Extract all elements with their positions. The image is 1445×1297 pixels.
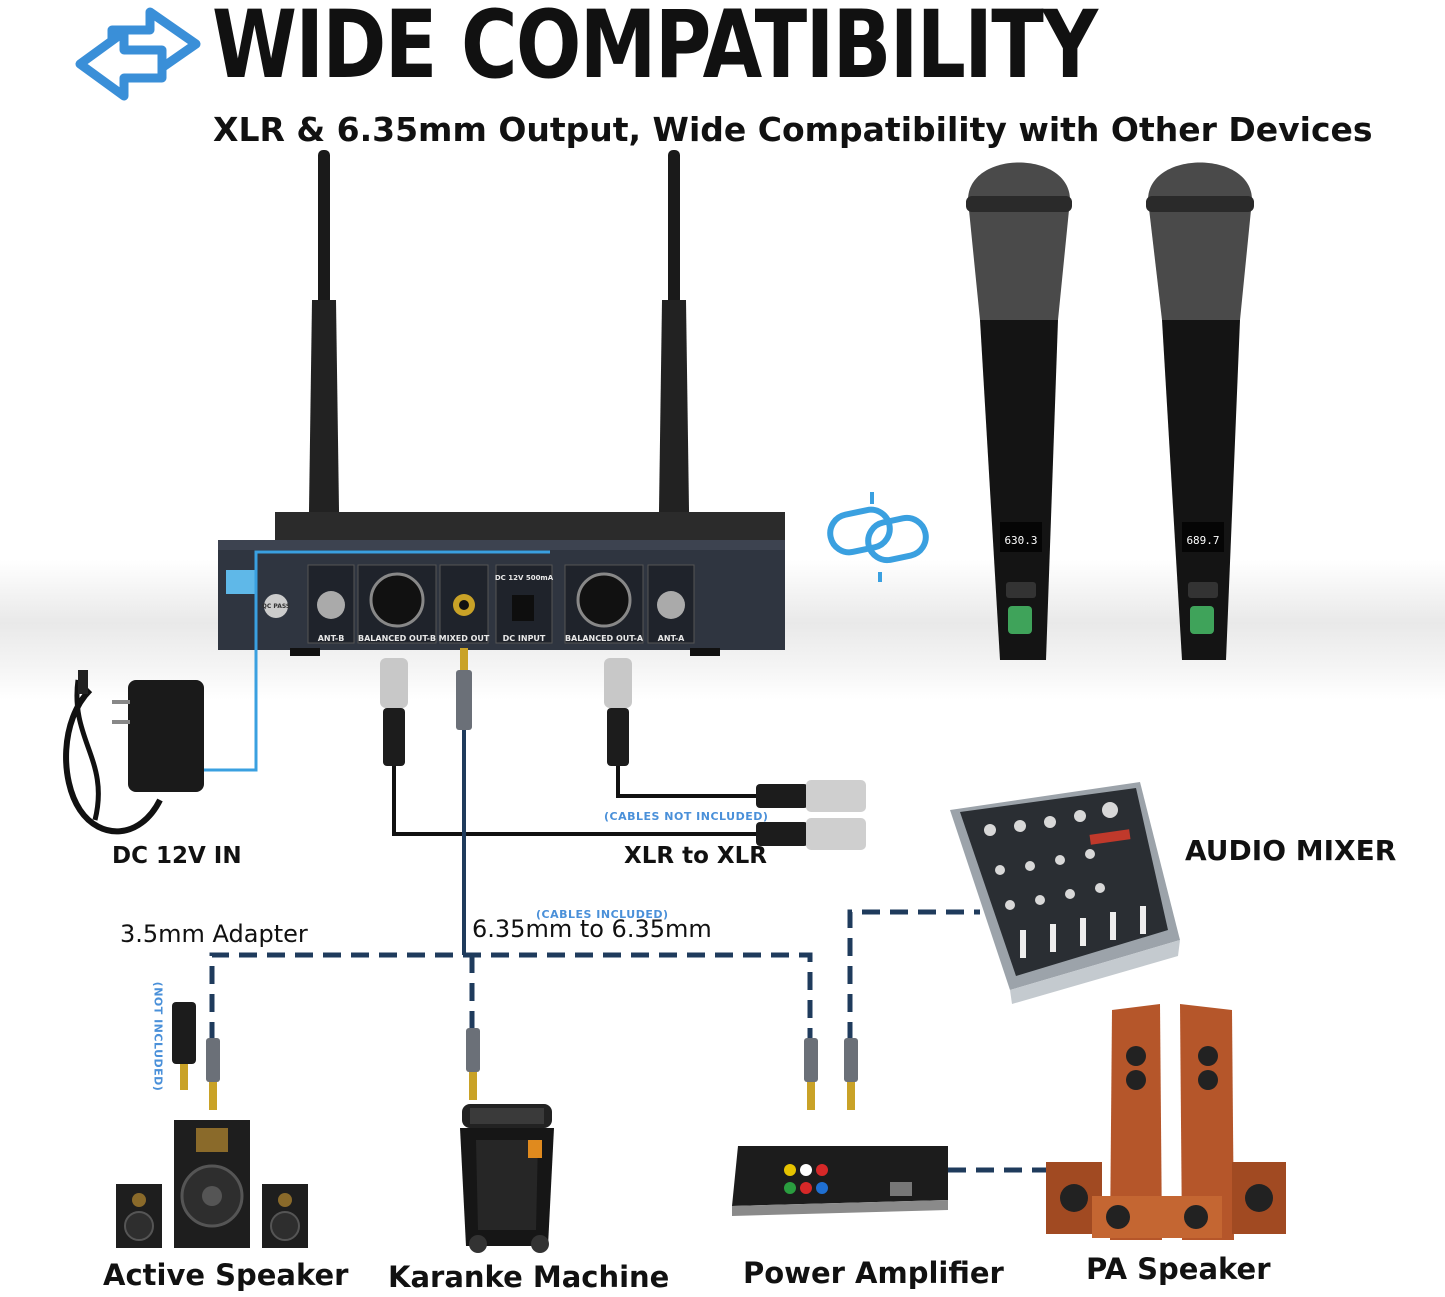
label-adapter: 3.5mm Adapter <box>120 920 308 948</box>
port-label-ant-b: ANT-B <box>318 634 345 643</box>
qc-badge-text: QC PASS <box>262 603 290 610</box>
label-power-amplifier: Power Amplifier <box>743 1256 1004 1290</box>
label-xlr-to-xlr: XLR to XLR <box>624 843 768 869</box>
port-label-balanced-out-b: BALANCED OUT-B <box>358 634 436 643</box>
active-speaker-device <box>116 1120 308 1248</box>
label-active-speaker: Active Speaker <box>103 1258 349 1292</box>
power-adapter <box>63 670 204 835</box>
karaoke-machine-device <box>460 1104 554 1253</box>
antenna-b <box>308 150 342 615</box>
port-label-ant-a: ANT-A <box>658 634 685 643</box>
port-label-dc-input: DC INPUT <box>503 634 546 643</box>
mic-2-display: 689.7 <box>1186 534 1219 547</box>
microphone-2 <box>1146 162 1254 660</box>
mic-1-display: 630.3 <box>1004 534 1037 547</box>
label-pa-speaker: PA Speaker <box>1086 1252 1271 1286</box>
label-dc-in: DC 12V IN <box>112 843 242 869</box>
pa-speaker-device <box>1046 1004 1286 1240</box>
receiver-unit: ANT-B BALANCED OUT-B MIXED OUT DC INPUT … <box>218 512 785 656</box>
page-subtitle: XLR & 6.35mm Output, Wide Compatibility … <box>213 110 1373 149</box>
label-cables-not-included: (CABLES NOT INCLUDED) <box>604 810 769 823</box>
link-icon <box>827 492 929 582</box>
dashed-cable-network <box>209 909 1050 1173</box>
label-karanke-machine: Karanke Machine <box>388 1260 670 1294</box>
power-cable <box>200 550 550 772</box>
xlr-cables <box>392 760 760 836</box>
port-label-balanced-out-a: BALANCED OUT-A <box>565 634 644 643</box>
label-audio-mixer: AUDIO MIXER <box>1185 834 1397 867</box>
xlr-male-connectors <box>756 780 866 850</box>
swap-arrows-icon <box>75 7 201 101</box>
label-not-included: (NOT INCLUDED) <box>151 981 165 1092</box>
page-title: WIDE COMPATIBILITY <box>212 0 1098 100</box>
label-cable-635: 6.35mm to 6.35mm <box>472 915 712 943</box>
xlr-female-connectors <box>380 658 632 766</box>
label-cables-included: (CABLES INCLUDED) <box>536 908 669 921</box>
microphone-1 <box>966 162 1072 660</box>
adapter-3-5mm <box>172 1002 196 1090</box>
jack-plugs-bottom <box>206 1028 858 1110</box>
power-amplifier-device <box>732 1146 948 1216</box>
jack-plug-top <box>456 648 472 730</box>
audio-mixer-device <box>950 782 1180 1004</box>
port-label-mixed-out: MIXED OUT <box>439 634 490 643</box>
dc-spec-text: DC 12V 500mA <box>495 574 554 582</box>
